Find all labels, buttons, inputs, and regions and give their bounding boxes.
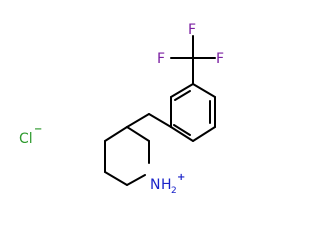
bond-pip-c3-c4 (104, 126, 128, 142)
bond-ring-3 (192, 126, 216, 142)
bond-pip-c2-c3 (126, 126, 150, 142)
atom-label-f-top: F (188, 22, 196, 38)
atom-label-f-left: F (157, 51, 165, 67)
bond-ch2-piperidine (126, 113, 150, 128)
trifluoromethyl-bonds (170, 35, 216, 85)
atom-label-f-right: F (216, 51, 224, 67)
nitrogen-charge: + (177, 172, 185, 183)
chemical-structure: F F F Cl − N H 2 + (19, 22, 224, 196)
bond-ring-1 (192, 83, 216, 98)
atom-label-nitrogen-h: H (161, 177, 172, 193)
atom-label-nitrogen: N (150, 177, 160, 193)
atom-label-chloride: Cl (19, 131, 33, 147)
bond-ring-4 (170, 126, 194, 142)
bond-ring-inner-2 (173, 124, 191, 136)
methylene-linker (126, 113, 172, 128)
piperidine-ring (104, 126, 150, 186)
bond-pip-c5-c6 (104, 171, 128, 186)
nitrogen-h-count: 2 (171, 186, 177, 196)
bond-pip-c6-n (126, 174, 146, 186)
chloride-charge: − (34, 124, 42, 135)
benzene-ring (170, 83, 216, 142)
bond-ring-inner-3 (174, 90, 191, 101)
bond-ring-ch2 (148, 113, 172, 128)
bond-ring-6 (170, 83, 194, 98)
